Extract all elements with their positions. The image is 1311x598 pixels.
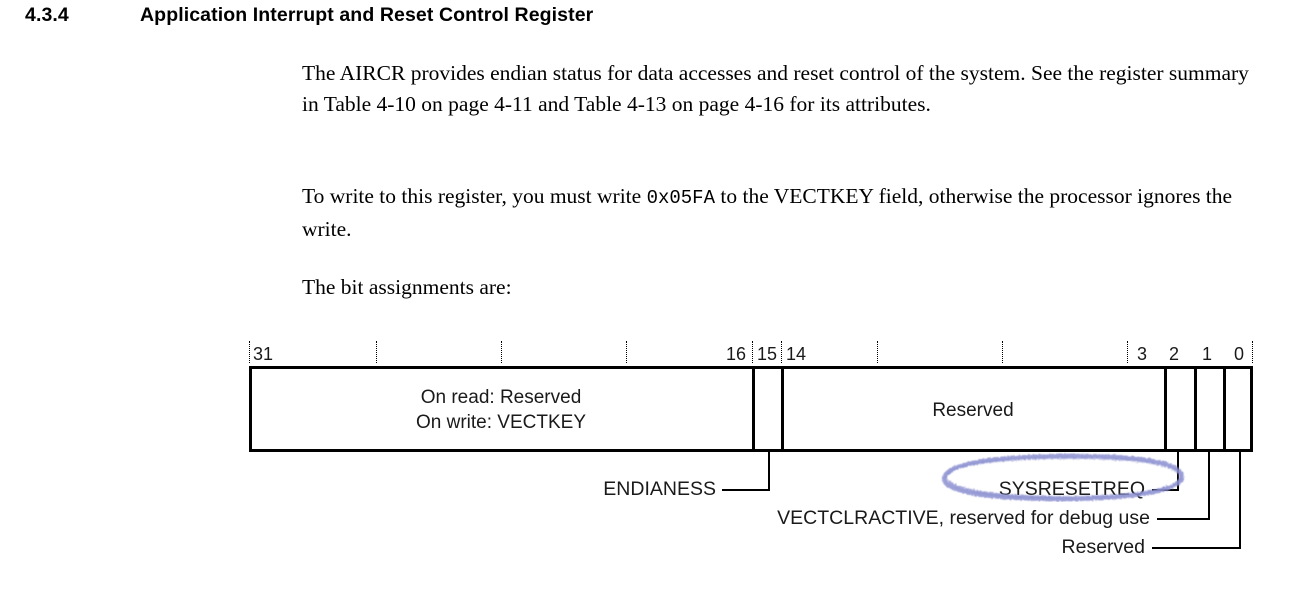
ruler-label-2: 2	[1169, 344, 1180, 364]
ruler-tick-14	[781, 341, 782, 363]
ruler-label-3: 3	[1137, 344, 1148, 364]
ruler-label-15: 15	[757, 344, 778, 364]
ruler-tick-11	[877, 341, 878, 363]
vectkey-hex-value: 0x05FA	[646, 187, 715, 209]
field-divider-16-15	[752, 366, 755, 452]
paragraph-aircr-description: The AIRCR provides endian status for dat…	[302, 58, 1260, 119]
ruler-label-14: 14	[786, 344, 807, 364]
callout-reserved-bit0: Reserved	[1061, 536, 1145, 558]
paragraph-2-text-after: to the VECTKEY field, otherwise the proc…	[302, 184, 1233, 241]
ruler-tick-0	[1252, 341, 1253, 363]
ruler-tick-16	[752, 341, 753, 363]
callout-vectclractive: VECTCLRACTIVE, reserved for debug use	[777, 507, 1150, 529]
sysresetreq-leader-vertical	[1177, 452, 1179, 490]
field-divider-2-1	[1194, 366, 1197, 452]
ruler-tick-31	[249, 341, 250, 363]
section-title: Application Interrupt and Reset Control …	[140, 4, 594, 26]
reserved-bit0-leader-horizontal	[1152, 547, 1241, 549]
ruler-tick-23	[501, 341, 502, 363]
paragraph-bit-assignments: The bit assignments are:	[302, 272, 1260, 303]
register-box	[249, 366, 1253, 452]
ruler-label-1: 1	[1202, 344, 1213, 364]
reserved-field-label: Reserved	[932, 400, 1014, 421]
vectkey-field-label: On read: Reserved On write: VECTKEY	[252, 385, 750, 435]
callout-endianess: ENDIANESS	[603, 478, 716, 500]
endianess-leader-horizontal	[722, 489, 770, 491]
page-title: 4.3.4 Application Interrupt and Reset Con…	[25, 4, 1225, 27]
ruler-tick-3	[1127, 341, 1128, 363]
vectkey-field-line1: On read: Reserved	[420, 387, 582, 408]
callout-sysresetreq: SYSRESETREQ	[998, 478, 1145, 500]
sysresetreq-leader-horizontal	[1152, 489, 1179, 491]
ruler-label-0: 0	[1234, 344, 1245, 364]
endianess-leader-vertical	[768, 452, 770, 490]
reserved-bit0-leader-vertical	[1239, 452, 1241, 548]
vectclractive-leader-vertical	[1208, 452, 1210, 519]
field-divider-1-0	[1223, 366, 1226, 452]
paragraph-3-text: The bit assignments are:	[302, 275, 512, 299]
vectkey-field-line2: On write: VECTKEY	[416, 412, 586, 433]
paragraph-vectkey-write: To write to this register, you must writ…	[302, 181, 1260, 244]
ruler-tick-27	[376, 341, 377, 363]
vectclractive-leader-horizontal	[1157, 518, 1210, 520]
field-divider-15-14	[781, 366, 784, 452]
ruler-tick-7	[1002, 341, 1003, 363]
section-number: 4.3.4	[25, 4, 69, 26]
ruler-label-31: 31	[253, 344, 274, 364]
paragraph-1-text: The AIRCR provides endian status for dat…	[302, 61, 1249, 116]
field-divider-3-2	[1164, 366, 1167, 452]
paragraph-2-text-before: To write to this register, you must writ…	[302, 184, 647, 208]
ruler-tick-19	[626, 341, 627, 363]
ruler-label-16: 16	[726, 344, 747, 364]
